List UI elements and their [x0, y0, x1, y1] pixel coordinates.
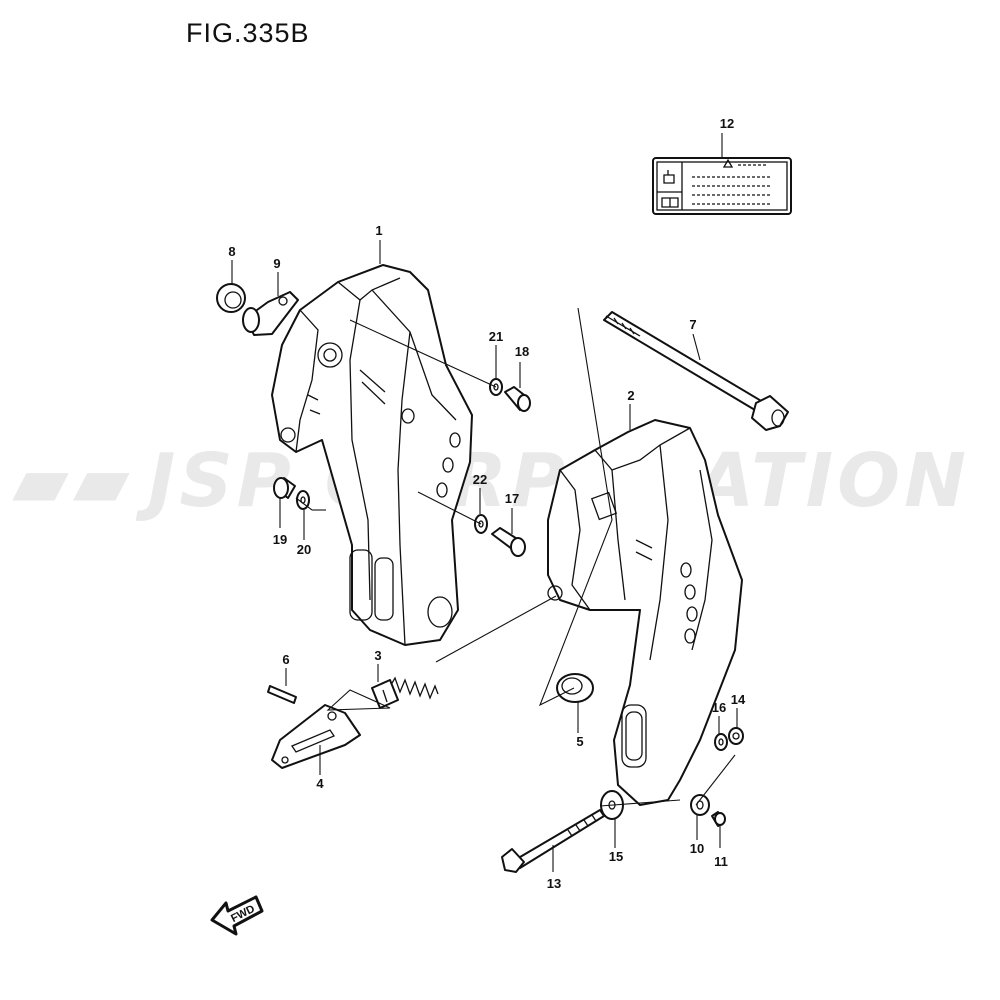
- callout-leaders: [231, 133, 738, 872]
- callout-22: 22: [473, 472, 487, 487]
- callout-15: 15: [609, 849, 623, 864]
- part-20-washer[interactable]: [296, 490, 310, 510]
- callout-3: 3: [374, 648, 381, 663]
- callout-18: 18: [515, 344, 529, 359]
- part-19-bushing[interactable]: [273, 477, 296, 499]
- callout-5: 5: [576, 734, 583, 749]
- callout-20: 20: [297, 542, 311, 557]
- part-13-bolt[interactable]: [501, 809, 605, 873]
- part-14-nut[interactable]: [728, 727, 744, 745]
- callout-17: 17: [505, 491, 519, 506]
- part-6-pin[interactable]: [267, 685, 297, 704]
- part-17-bolt[interactable]: [491, 527, 526, 557]
- part-4-clamp-tab[interactable]: [271, 704, 361, 769]
- part-2-clamp-bracket[interactable]: [547, 419, 743, 806]
- callout-8: 8: [228, 244, 235, 259]
- part-18-bolt[interactable]: [504, 386, 531, 412]
- callout-2: 2: [627, 388, 634, 403]
- callout-9: 9: [273, 256, 280, 271]
- callout-1: 1: [375, 223, 382, 238]
- callout-14: 14: [731, 692, 746, 707]
- callout-16: 16: [712, 700, 726, 715]
- assembly-guide-lines: [295, 307, 736, 807]
- callout-7: 7: [689, 317, 696, 332]
- callout-19: 19: [273, 532, 287, 547]
- part-11-bolt[interactable]: [711, 811, 726, 827]
- part-1-clamp-bracket[interactable]: [271, 264, 473, 646]
- part-10-collar[interactable]: [690, 794, 710, 816]
- callout-6: 6: [282, 652, 289, 667]
- part-9-tab-plate[interactable]: [242, 291, 299, 336]
- fwd-direction-arrow: FWD: [210, 895, 264, 936]
- part-3-spring[interactable]: [371, 676, 439, 709]
- callout-10: 10: [690, 841, 704, 856]
- part-5-plug[interactable]: [556, 673, 594, 703]
- callout-4: 4: [316, 776, 324, 791]
- callout-12: 12: [720, 116, 734, 131]
- callout-13: 13: [547, 876, 561, 891]
- part-8-nut[interactable]: [216, 283, 246, 313]
- part-16-washer[interactable]: [714, 733, 728, 751]
- callout-21: 21: [489, 329, 503, 344]
- part-12-warning-label[interactable]: [652, 157, 792, 215]
- part-7-clamp-shaft[interactable]: [603, 311, 789, 431]
- figure-title: FIG.335B: [186, 18, 310, 48]
- callout-11: 11: [714, 854, 728, 869]
